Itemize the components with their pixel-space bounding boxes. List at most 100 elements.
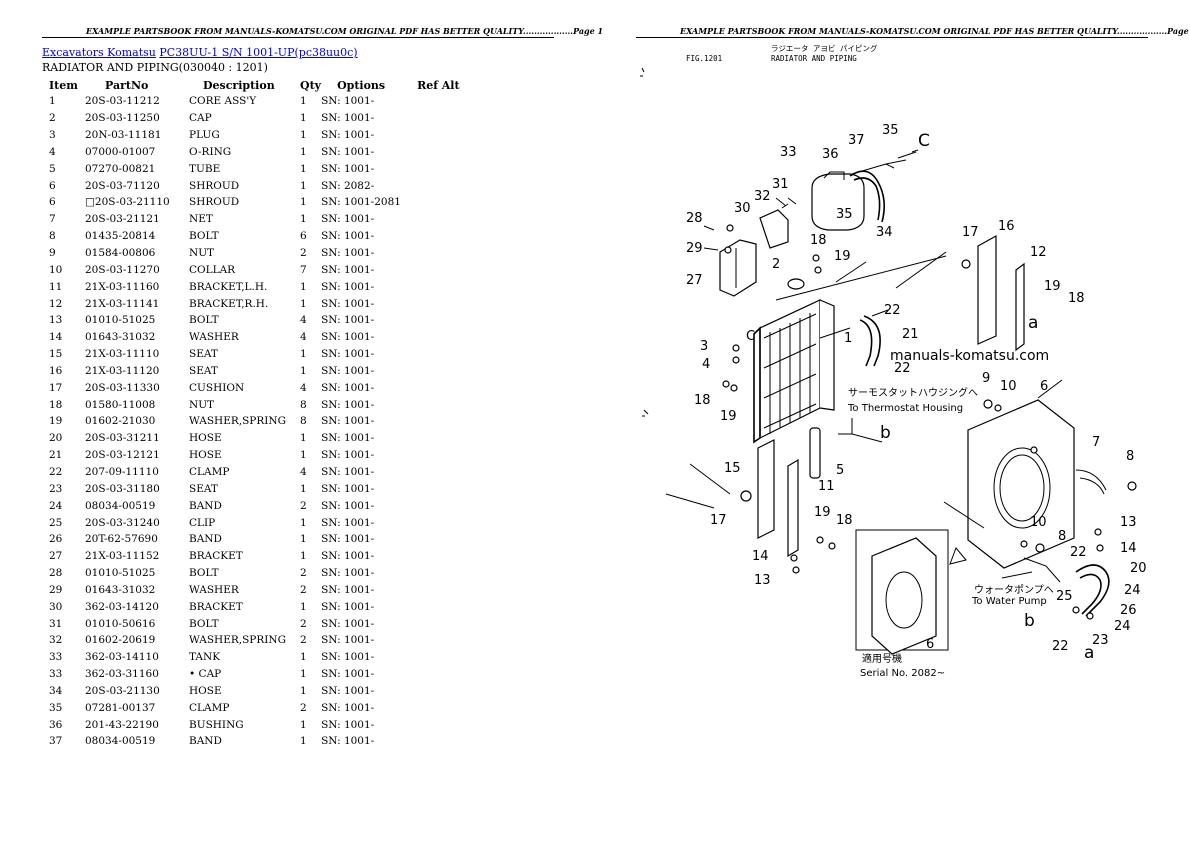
description-cell: WASHER,SPRING [189, 634, 286, 647]
ref-alt-cell [417, 228, 477, 245]
partno-cell: 08034-00519 [85, 735, 156, 748]
partno-cell: 01602-21030 [85, 415, 156, 428]
options-cell: SN: 1001- [321, 213, 375, 226]
description-cell: COLLAR [189, 263, 236, 276]
ref-alt-cell [417, 615, 477, 632]
partno-cell: 01580-11008 [85, 398, 156, 411]
ref-alt-cell [417, 632, 477, 649]
letter-a-bottom: a [1084, 643, 1094, 663]
qty-cell: 1 [300, 112, 307, 125]
partno-cell: 20N-03-11181 [85, 129, 162, 142]
ref-alt-cell [417, 497, 477, 514]
item-cell: 26 [49, 533, 63, 546]
options-cell: SN: 1001- [321, 415, 375, 428]
item-cell: 21 [49, 449, 63, 462]
ref-alt-cell [417, 413, 477, 430]
options-cell: SN: 1001- [321, 297, 375, 310]
item-cell: 13 [49, 314, 63, 327]
item-cell: 5 [49, 162, 56, 175]
qty-cell: 1 [300, 95, 307, 108]
note-water-pump-en: To Water Pump [971, 596, 1047, 607]
svg-text:28: 28 [686, 211, 703, 226]
breadcrumb-link-excavators[interactable]: Excavators Komatsu [42, 46, 156, 59]
qty-cell: 1 [300, 449, 307, 462]
options-cell: SN: 1001- [321, 398, 375, 411]
description-cell: HOSE [189, 684, 222, 697]
qty-cell: 4 [300, 381, 307, 394]
qty-cell: 1 [300, 213, 307, 226]
svg-text:22: 22 [894, 361, 911, 376]
options-cell: SN: 1001- [321, 247, 375, 260]
item-cell: 6 [49, 179, 56, 192]
description-cell: O-RING [189, 145, 232, 158]
item-cell: 32 [49, 634, 63, 647]
ref-alt-cell [417, 548, 477, 565]
letter-b-bottom: b [1024, 611, 1035, 631]
qty-cell: 1 [300, 668, 307, 681]
svg-text:3: 3 [700, 339, 708, 354]
item-cell: 3 [49, 129, 56, 142]
description-cell: NUT [189, 247, 215, 260]
partno-cell: 207-09-11110 [85, 465, 159, 478]
svg-text:2: 2 [772, 257, 780, 272]
description-cell: BRACKET,L.H. [189, 280, 268, 293]
item-cell: 10 [49, 263, 63, 276]
qty-cell: 7 [300, 263, 307, 276]
item-cell: 14 [49, 331, 63, 344]
description-cell: BRACKET [189, 550, 243, 563]
svg-text:18: 18 [694, 393, 711, 408]
item-cell: 15 [49, 348, 63, 361]
description-cell: BRACKET [189, 600, 243, 613]
options-cell: SN: 1001- [321, 364, 375, 377]
ref-alt-cell [417, 245, 477, 262]
qty-cell: 1 [300, 145, 307, 158]
header-ref-alt: Ref Alt [417, 78, 460, 92]
ref-alt-cell [417, 329, 477, 346]
figure-title-jp: ラジエータ アヨビ パイピング [771, 44, 878, 53]
svg-text:32: 32 [754, 189, 771, 204]
qty-cell: 4 [300, 331, 307, 344]
partno-cell: 07281-00137 [85, 701, 156, 714]
svg-text:19: 19 [814, 505, 831, 520]
note-serial-jp: 適用号機 [862, 652, 902, 665]
description-cell: BAND [189, 533, 222, 546]
breadcrumb-link-model[interactable]: PC38UU-1 S/N 1001-UP(pc38uu0c) [159, 46, 358, 59]
item-cell: 35 [49, 701, 63, 714]
ref-alt-cell [417, 312, 477, 329]
ref-alt-cell [417, 514, 477, 531]
figure-title-en: RADIATOR AND PIPING [771, 54, 857, 63]
options-cell: SN: 1001- [321, 280, 375, 293]
parts-table: Item PartNo Description Qty Options Ref … [42, 77, 477, 750]
svg-text:35: 35 [836, 207, 853, 222]
qty-cell: 1 [300, 735, 307, 748]
header-options: Options [337, 78, 386, 92]
partno-cell: 201-43-22190 [85, 718, 159, 731]
options-cell: SN: 1001- [321, 348, 375, 361]
ref-alt-cell [417, 716, 477, 733]
options-cell: SN: 1001- [321, 701, 375, 714]
item-cell: 12 [49, 297, 63, 310]
partno-cell: 21X-03-11110 [85, 348, 160, 361]
svg-text:24: 24 [1114, 619, 1131, 634]
partno-cell: 01643-31032 [85, 583, 156, 596]
svg-text:10: 10 [1030, 515, 1047, 530]
partno-cell: 01602-20619 [85, 634, 156, 647]
options-cell: SN: 1001- [321, 583, 375, 596]
item-cell: 6 [49, 196, 56, 209]
partno-cell: 01010-50616 [85, 617, 156, 630]
options-cell: SN: 1001- [321, 331, 375, 344]
page-header-right: EXAMPLE PARTSBOOK FROM MANUALS-KOMATSU.C… [680, 26, 1190, 36]
qty-cell: 1 [300, 196, 307, 209]
item-cell: 8 [49, 230, 56, 243]
svg-text:13: 13 [1120, 515, 1137, 530]
